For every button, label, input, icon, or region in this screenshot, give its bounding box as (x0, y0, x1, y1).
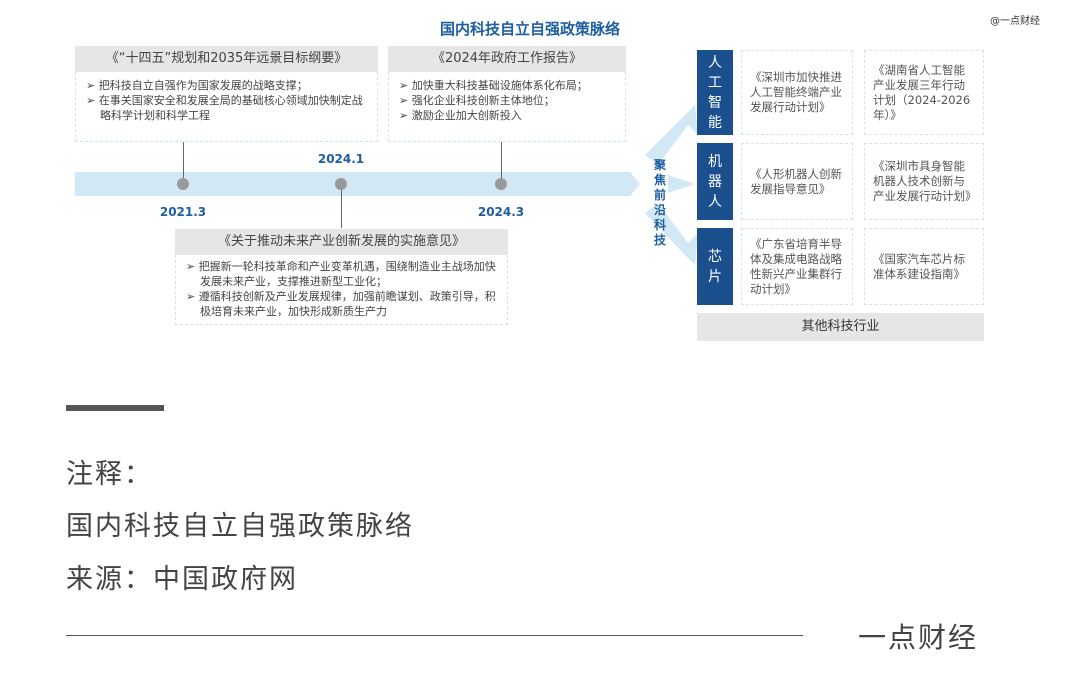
policy-item: ➢ 把握新一轮科技革命和产业变革机遇，围绕制造业主战场加快发展未来产业，支撑推进… (186, 260, 496, 288)
arrow-down (645, 203, 698, 265)
watermark: @一点财经 (990, 16, 1040, 27)
other-industries: 其他科技行业 (697, 313, 984, 341)
doc-cell: 《深圳市加快推进人工智能终端产业发展行动计划》 (741, 50, 853, 135)
arrow-mid (668, 175, 695, 193)
doc-cell: 《广东省培育半导体及集成电路战略性新兴产业集群行动计划》 (741, 228, 853, 305)
category-label: 人工智能 (708, 54, 722, 131)
category-ai: 人工智能 (697, 50, 733, 135)
policy-item: ➢ 激励企业加大创新投入 (399, 109, 522, 122)
policy-box: 《“十四五”规划和2035年远景目标纲要》 ➢ 把科技自立自强作为国家发展的战略… (75, 46, 378, 142)
note-label: 注释： (66, 459, 153, 490)
policy-item: ➢ 在事关国家安全和发展全局的基础核心领域加快制定战略科学计划和科学工程 (86, 94, 363, 122)
doc-cell: 《深圳市具身智能机器人技术创新与产业发展行动计划》 (864, 143, 984, 220)
doc-cell: 《人形机器人创新发展指导意见》 (741, 143, 853, 220)
category-label: 芯片 (708, 248, 722, 285)
timeline-band (75, 172, 630, 196)
connector (341, 184, 342, 228)
timeline-dot (335, 178, 347, 190)
note-text: 国内科技自立自强政策脉络 (66, 511, 414, 542)
connector (183, 142, 184, 184)
policy-box: 《关于推动未来产业创新发展的实施意见》 ➢ 把握新一轮科技革命和产业变革机遇，围… (175, 229, 508, 325)
date-label: 2024.3 (477, 205, 525, 219)
policy-item: ➢ 加快重大科技基础设施体系化布局； (399, 79, 588, 92)
divider (66, 635, 803, 636)
source-text: 来源：中国政府网 (66, 564, 298, 595)
accent-bar (66, 405, 164, 411)
timeline-arrowhead (630, 172, 640, 196)
doc-cell: 《国家汽车芯片标准体系建设指南》 (864, 228, 984, 305)
policy-title: 《“十四五”规划和2035年远景目标纲要》 (75, 46, 378, 72)
policy-title: 《关于推动未来产业创新发展的实施意见》 (175, 229, 508, 255)
timeline-dot (177, 178, 189, 190)
category-robot: 机器人 (697, 143, 733, 220)
category-chip: 芯片 (697, 228, 733, 305)
policy-title: 《2024年政府工作报告》 (388, 46, 626, 72)
date-label: 2024.1 (317, 152, 365, 166)
connector (501, 142, 502, 184)
doc-cell: 《湖南省人工智能产业发展三年行动计划（2024-2026年）》 (864, 50, 984, 135)
policy-box: 《2024年政府工作报告》 ➢ 加快重大科技基础设施体系化布局； ➢ 强化企业科… (388, 46, 626, 142)
timeline-dot (495, 178, 507, 190)
brand-name: 一点财经 (858, 621, 979, 654)
policy-item: ➢ 遵循科技创新及产业发展规律，加强前瞻谋划、政策引导，积极培育未来产业，加快形… (186, 290, 496, 318)
arrow-up (645, 105, 698, 165)
arrow-shapes (630, 105, 698, 265)
diagram-title: 国内科技自立自强政策脉络 (439, 20, 620, 38)
policy-item: ➢ 强化企业科技创新主体地位； (399, 94, 555, 107)
focus-label: 聚焦前沿科技 (653, 158, 666, 247)
policy-item: ➢ 把科技自立自强作为国家发展的战略支撑； (86, 79, 308, 92)
date-label: 2021.3 (159, 205, 207, 219)
category-label: 机器人 (708, 153, 722, 210)
